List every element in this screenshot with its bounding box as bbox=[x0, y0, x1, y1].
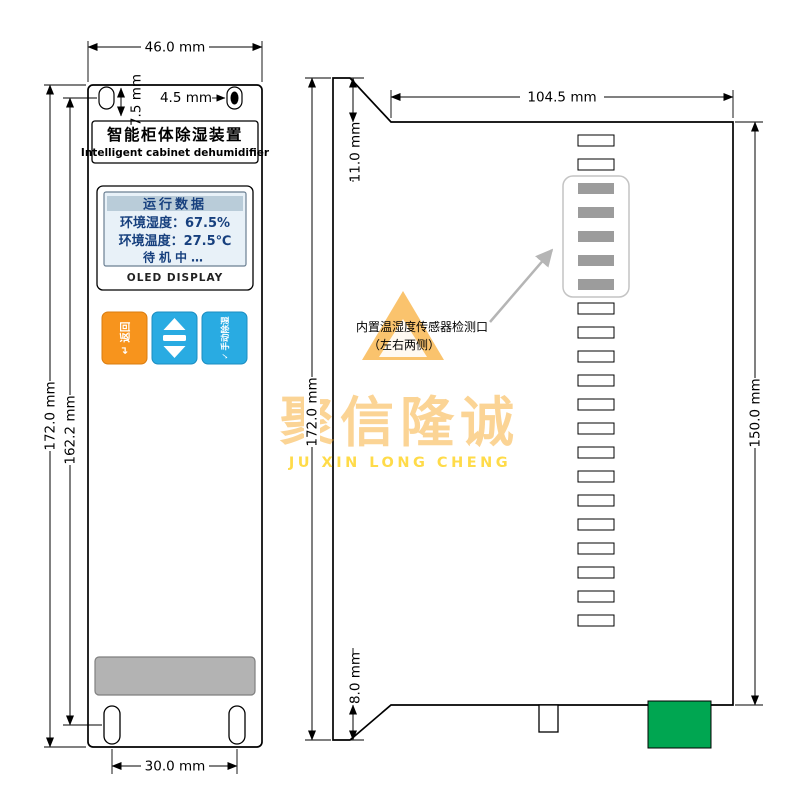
dim-width: 46.0 mm bbox=[145, 40, 206, 56]
din-clip-tab bbox=[538, 704, 559, 733]
bottom-gray-bar bbox=[94, 656, 256, 696]
arrow-down-icon bbox=[163, 346, 186, 358]
back-button-label: 返回 bbox=[119, 322, 132, 343]
checkmark-icon: ✓ bbox=[221, 352, 231, 359]
arrow-up-icon bbox=[163, 318, 186, 330]
back-button bbox=[101, 311, 148, 365]
vent-slot bbox=[577, 350, 615, 363]
oled-display-label: OLED DISPLAY bbox=[127, 272, 223, 284]
device-title-cn: 智能柜体除湿装置 bbox=[107, 125, 243, 144]
vent-slot bbox=[577, 446, 615, 459]
dim-text-mask bbox=[347, 654, 363, 702]
dim-bottom-inset: 8.0 mm bbox=[348, 652, 364, 704]
front-device-outline bbox=[87, 84, 263, 748]
mounting-slot-bottom-right bbox=[228, 705, 246, 745]
mounting-hole-top-left bbox=[98, 86, 115, 110]
vent-slot bbox=[577, 374, 615, 387]
dim-text-mask bbox=[42, 381, 58, 451]
dim-text-mask bbox=[347, 124, 363, 180]
front-dimensions: 46.0 mm 7.5 mm 4.5 mm 172.0 mm 162.2 mm … bbox=[42, 38, 263, 775]
dim-hole-offset: 7.5 mm bbox=[129, 74, 145, 126]
display-row-status: 运行数据 bbox=[143, 197, 207, 213]
sensor-port-highlight bbox=[562, 175, 630, 298]
vent-slot bbox=[577, 494, 615, 507]
sensor-vent-slot bbox=[578, 207, 614, 218]
dim-text-mask bbox=[747, 378, 763, 448]
sensor-vent-slot bbox=[578, 279, 614, 290]
watermark-logo-cut bbox=[379, 319, 427, 357]
sensor-vent-slot bbox=[578, 183, 614, 194]
display-row-temperature: 环境温度：27.5℃ bbox=[119, 233, 232, 249]
manual-button-label: 手动除湿 bbox=[220, 316, 231, 351]
dim-top-inset: 11.0 mm bbox=[348, 122, 364, 183]
dim-hole-span-height: 162.2 mm bbox=[63, 395, 79, 464]
watermark-en-text: JU XIN LONG CHENG bbox=[288, 455, 511, 471]
dim-hole-width: 4.5 mm bbox=[160, 90, 212, 106]
vent-slot bbox=[577, 134, 615, 147]
vent-slot bbox=[577, 470, 615, 483]
dim-depth: 104.5 mm bbox=[527, 90, 596, 106]
dim-text-mask bbox=[141, 757, 209, 774]
vent-slot bbox=[577, 566, 615, 579]
dim-text-mask bbox=[520, 88, 604, 105]
display-row-humidity: 环境湿度：67.5% bbox=[120, 215, 230, 231]
sensor-leader-arrow bbox=[489, 248, 554, 323]
mounting-slot-bottom-left bbox=[103, 705, 121, 745]
dim-side-overall-height: 172.0 mm bbox=[305, 377, 321, 446]
dim-text-mask bbox=[62, 395, 78, 465]
vent-slot bbox=[577, 302, 615, 315]
front-view: 智能柜体除湿装置 Intelligent cabinet dehumidifie… bbox=[81, 84, 270, 748]
screw-dot-icon bbox=[230, 91, 239, 105]
vent-slot bbox=[577, 614, 615, 627]
back-button-text: ↵ 返回 bbox=[119, 322, 132, 355]
vent-slot bbox=[577, 542, 615, 555]
dim-text-mask bbox=[304, 377, 320, 447]
sensor-annotation-line2: （左右两侧） bbox=[368, 337, 440, 352]
return-icon: ↵ bbox=[120, 346, 132, 355]
vent-slots bbox=[577, 134, 615, 627]
vent-slot bbox=[577, 590, 615, 603]
dim-body-height: 150.0 mm bbox=[748, 378, 764, 447]
device-title-en: Intelligent cabinet dehumidifier bbox=[81, 147, 270, 159]
vent-slot bbox=[577, 422, 615, 435]
vent-slot bbox=[577, 518, 615, 531]
dim-hole-spacing: 30.0 mm bbox=[145, 759, 206, 775]
terminal-block bbox=[647, 700, 712, 749]
sensor-vent-slot bbox=[578, 231, 614, 242]
manual-button-text: ✓手动除湿 bbox=[220, 316, 231, 360]
display-row-standby: 待机中… bbox=[143, 250, 207, 265]
sensor-annotation-line1: 内置温湿度传感器检测口 bbox=[356, 319, 488, 334]
vent-slot bbox=[577, 326, 615, 339]
dim-text-mask bbox=[141, 38, 209, 55]
manual-dehumidify-button bbox=[201, 311, 248, 365]
title-block bbox=[91, 120, 259, 164]
dim-front-overall-height: 172.0 mm bbox=[43, 381, 59, 450]
vent-slot bbox=[577, 398, 615, 411]
status-row-highlight bbox=[107, 196, 243, 211]
side-dimensions: 104.5 mm 11.0 mm 8.0 mm 172.0 mm bbox=[304, 77, 764, 741]
vent-slot bbox=[577, 158, 615, 171]
divider-bar-icon bbox=[163, 335, 186, 341]
sensor-vent-slot bbox=[578, 255, 614, 266]
